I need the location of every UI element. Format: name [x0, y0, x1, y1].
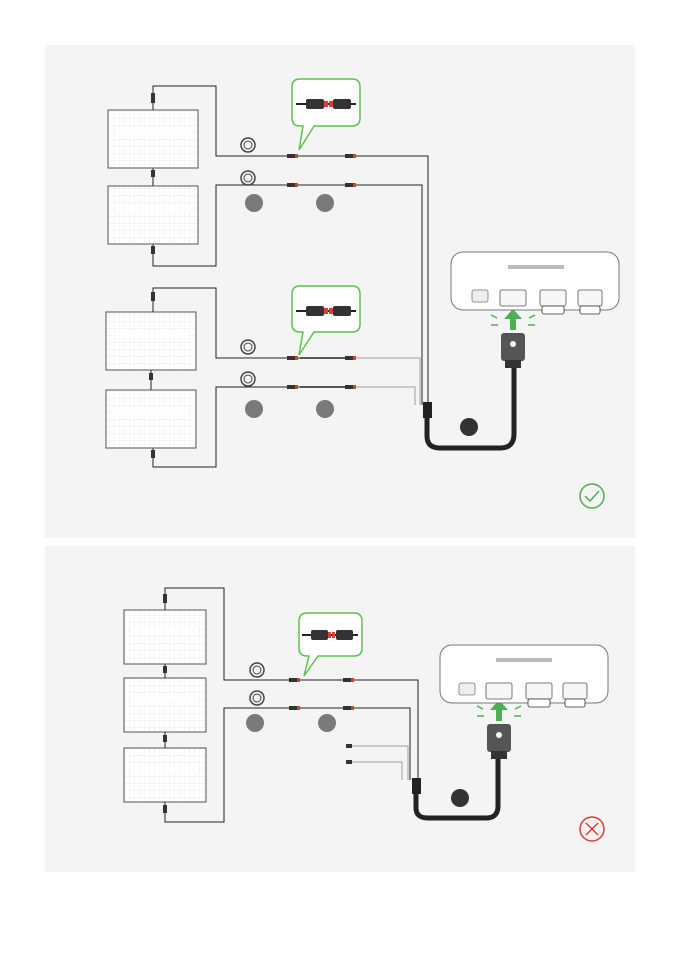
insert-arrow-top — [491, 309, 535, 330]
x-circle-icon — [580, 817, 604, 841]
bottom-diagram — [124, 588, 608, 841]
step-markers-top — [245, 194, 478, 436]
connector-callout-3 — [299, 613, 362, 676]
solar-panel-b2 — [124, 678, 206, 732]
main-cable-bottom — [412, 756, 498, 818]
cable-plug-bottom — [487, 724, 511, 759]
solar-panel-1 — [108, 110, 198, 168]
extension-wires-bottom — [300, 680, 418, 780]
cable-plug-top — [501, 333, 525, 368]
inline-connectors-top — [287, 154, 356, 389]
solar-panel-3 — [106, 312, 196, 370]
connector-callout-2 — [292, 286, 360, 355]
solar-panel-b3 — [124, 748, 206, 802]
power-station-bottom — [440, 645, 608, 707]
step-markers-bottom — [246, 714, 469, 807]
cable-coils-top — [241, 138, 255, 386]
extension-wires-top — [300, 156, 428, 405]
cable-coils-bottom — [250, 663, 264, 705]
connector-callout-1 — [292, 79, 360, 150]
solar-panel-4 — [106, 390, 196, 448]
power-station-top — [451, 252, 619, 314]
solar-panel-2 — [108, 186, 198, 244]
solar-panel-b1 — [124, 610, 206, 664]
check-circle-icon — [580, 484, 604, 508]
top-diagram — [106, 79, 619, 508]
